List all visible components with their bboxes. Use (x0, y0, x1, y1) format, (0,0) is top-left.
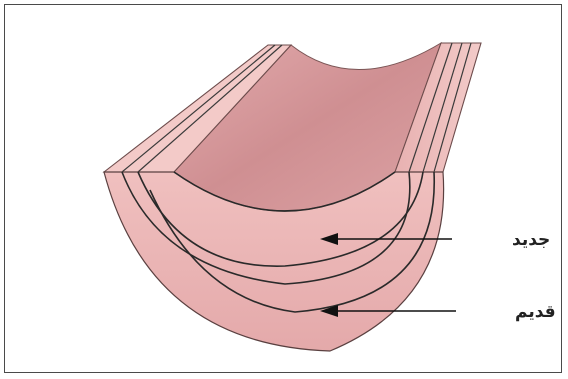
label-new: جدید (512, 230, 550, 250)
label-old: قدیم (515, 302, 556, 322)
